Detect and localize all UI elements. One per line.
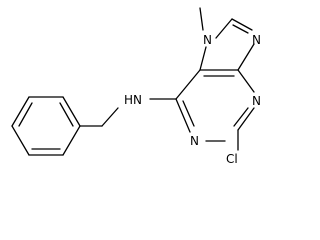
bond [11, 96, 30, 127]
bond [237, 69, 255, 93]
double-bond-inner [59, 102, 74, 127]
bond-n7-methyl [199, 7, 204, 31]
bond [62, 125, 81, 156]
double-bond-inner [18, 102, 33, 127]
pyrimidine-ring [175, 69, 255, 151]
bond [231, 18, 253, 31]
imidazole-ring [199, 7, 255, 71]
structure-canvas: N N N N Cl HN [11, 7, 261, 166]
atom-label-nh: HN [124, 93, 142, 107]
benzene-ring [11, 96, 81, 156]
bond [11, 125, 30, 156]
atom-label-n1: N [190, 134, 199, 148]
bond [175, 98, 191, 133]
bond [62, 96, 81, 127]
double-bond-inner [233, 107, 249, 127]
double-bond-inner [182, 100, 195, 127]
bond [237, 107, 255, 131]
bond [237, 43, 255, 71]
atom-label-n9: N [252, 33, 261, 47]
atom-label-n3: N [252, 94, 261, 108]
atom-label-n7: N [203, 33, 212, 47]
bond [199, 46, 207, 71]
double-bond-inner [232, 24, 249, 34]
atom-label-cl: Cl [226, 152, 238, 166]
bond [215, 18, 233, 39]
bond [175, 69, 201, 100]
bond-ch2-nh [101, 107, 119, 127]
molecule-structure: N N N N Cl HN [11, 7, 261, 166]
